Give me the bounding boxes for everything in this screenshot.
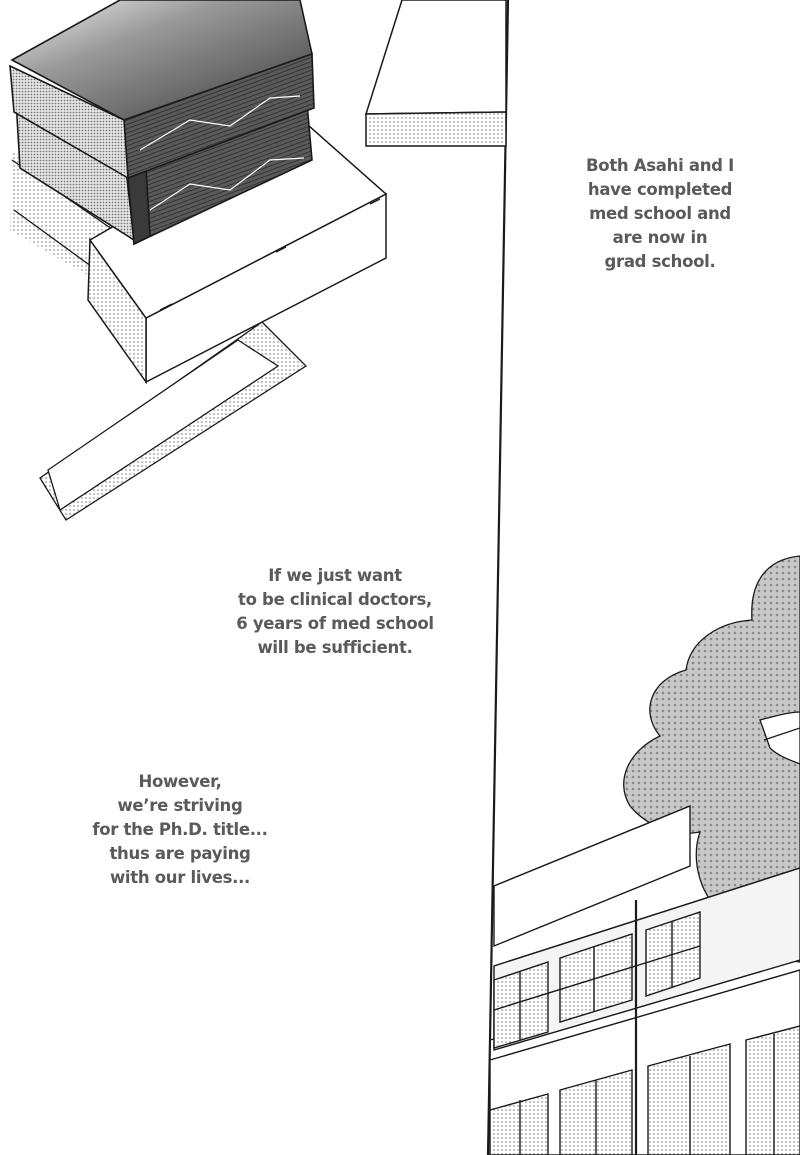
caption-line: with our lives... — [109, 868, 251, 887]
caption-line: If we just want — [268, 566, 402, 585]
caption-line: 6 years of med school — [236, 614, 434, 633]
caption-line: thus are paying — [109, 844, 251, 863]
shelf-board — [364, 0, 507, 147]
caption-line: have completed — [587, 180, 733, 199]
white-block — [87, 117, 388, 385]
caption-bottom-left: However, we’re striving for the Ph.D. ti… — [90, 770, 270, 890]
caption-line: will be sufficient. — [257, 638, 413, 657]
school-building — [489, 804, 800, 1155]
caption-line: we’re striving — [117, 796, 243, 815]
caption-top-right: Both Asahi and I have completed med scho… — [570, 154, 750, 274]
caption-line: to be clinical doctors, — [237, 590, 432, 609]
caption-line: are now in — [612, 228, 708, 247]
caption-line: med school and — [589, 204, 731, 223]
caption-line: for the Ph.D. title... — [92, 820, 268, 839]
caption-line: grad school. — [604, 252, 716, 271]
book-stack — [9, 0, 315, 246]
panel-divider — [486, 0, 510, 1155]
caption-middle-left: If we just want to be clinical doctors, … — [230, 564, 440, 660]
caption-line: However, — [138, 772, 222, 791]
caption-line: Both Asahi and I — [586, 156, 734, 175]
